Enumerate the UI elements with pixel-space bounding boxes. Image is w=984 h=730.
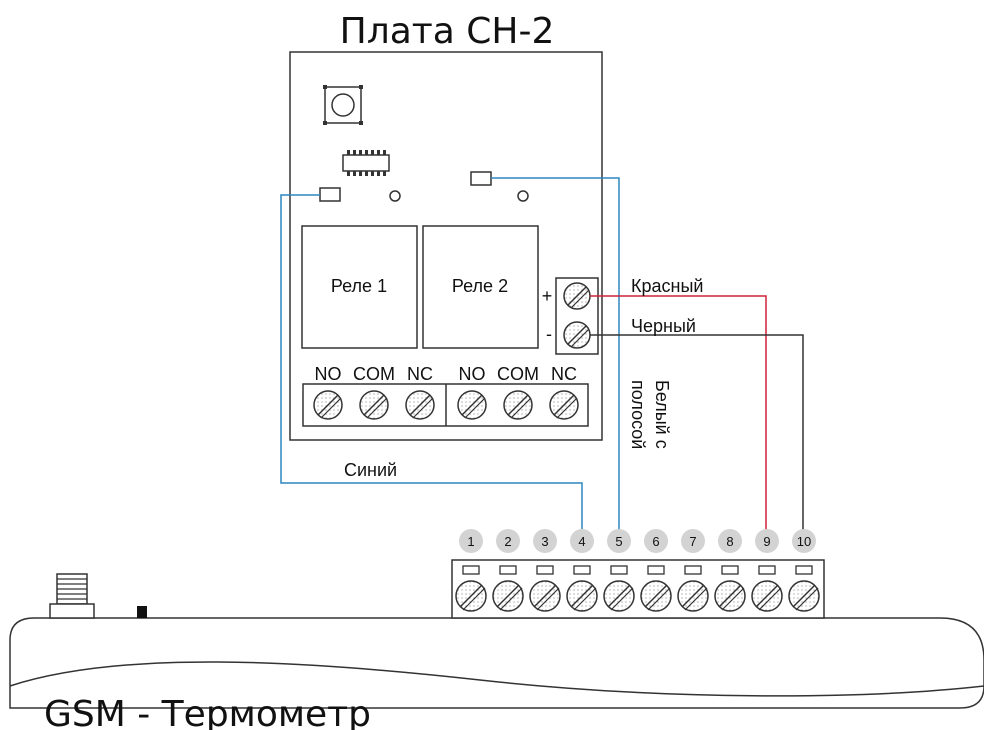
contact-label: NO [459,364,486,384]
contact-label: NC [407,364,433,384]
terminal-number-badge [792,529,816,553]
chip-pin [383,171,386,176]
terminal-number-badge [718,529,742,553]
terminal-number-badge [496,529,520,553]
chip-pin [359,150,362,155]
device-terminal: 4 [566,529,598,612]
device-terminal: 10 [788,529,820,612]
terminal-number-badge [644,529,668,553]
antenna-connector [49,573,95,619]
relay-terminal-screw [313,390,343,420]
terminal-clamp [795,565,813,575]
terminal-number-badge [459,529,483,553]
device-terminal: 7 [677,529,709,612]
terminal-clamp [647,565,665,575]
power-plus-label: + [542,286,553,306]
wire-black-label: Черный [631,316,696,336]
connector-left [319,187,341,202]
relay-2-label: Реле 2 [452,276,508,296]
device-terminal: 6 [640,529,672,612]
relay-1-label: Реле 1 [331,276,387,296]
terminal-number-badge [681,529,705,553]
device-terminals: 1 2 3 4 5 6 7 8 9 10 [455,529,820,612]
led-left [389,190,401,202]
terminal-number: 8 [726,534,733,549]
terminal-number: 1 [467,534,474,549]
push-button [323,85,363,125]
terminal-number: 2 [504,534,511,549]
wire-blue [280,194,583,537]
terminal-number-badge [755,529,779,553]
terminal-clamp [610,565,628,575]
chip-pin [353,171,356,176]
status-led [137,606,147,618]
relay-terminal-screw [503,390,533,420]
wire-white-striped-label-line1: Белый с [652,380,672,449]
terminal-clamp [758,565,776,575]
terminal-clamp [462,565,480,575]
device-terminal: 5 [603,529,635,612]
device-terminal: 3 [529,529,561,612]
chip-pin [371,150,374,155]
device-body [9,617,984,709]
contact-labels: NO COM NC NO COM NC [315,364,578,384]
contact-label: COM [497,364,539,384]
chip-pin [359,171,362,176]
device-body-curve [9,661,984,697]
wire-white-striped-label-line2: полосой [628,380,648,449]
terminal-clamp [721,565,739,575]
wire-white-striped-label: Белый с полосой [628,380,672,449]
terminal-number: 7 [689,534,696,549]
wire-white-striped [491,177,620,537]
terminal-clamp [536,565,554,575]
terminal-number: 4 [578,534,585,549]
microchip [342,150,390,176]
wire-red [590,295,767,537]
chip-pin [371,171,374,176]
relay-terminal-screw [457,390,487,420]
terminal-number: 10 [797,534,811,549]
led-right [517,190,529,202]
chip-pin [377,171,380,176]
device-terminal: 8 [714,529,746,612]
relay-2 [422,225,539,349]
terminal-number-badge [570,529,594,553]
relay-terminal-screw [359,390,389,420]
wire-blue-label: Синий [344,460,397,480]
contact-label: NO [315,364,342,384]
device-name: GSM - Термометр [44,694,371,730]
power-terminal [555,277,599,355]
contact-label: NC [551,364,577,384]
relay-terminal-screws [313,390,579,420]
relay-1 [301,225,418,349]
chip-pin [365,171,368,176]
terminal-number-badge [607,529,631,553]
power-minus-label: - [546,324,552,344]
terminal-clamp [684,565,702,575]
chip-pin [347,150,350,155]
terminal-number: 6 [652,534,659,549]
chip-pin [383,150,386,155]
chip-pin [347,171,350,176]
terminal-number-badge [533,529,557,553]
wire-black [590,334,804,537]
terminal-number: 3 [541,534,548,549]
relay-terminal-screw [549,390,579,420]
relay-terminal-screw [405,390,435,420]
contact-label: COM [353,364,395,384]
chip-pin [353,150,356,155]
chip-pin [377,150,380,155]
terminal-clamp [499,565,517,575]
board-title: Плата СН-2 [340,11,555,52]
chip-pin [365,150,368,155]
device-terminal: 2 [492,529,524,612]
terminal-clamp [573,565,591,575]
device-terminal: 9 [751,529,783,612]
terminal-number: 5 [615,534,622,549]
wire-red-label: Красный [631,276,703,296]
device-terminal: 1 [455,529,487,612]
terminal-number: 9 [763,534,770,549]
connector-right [470,171,492,186]
